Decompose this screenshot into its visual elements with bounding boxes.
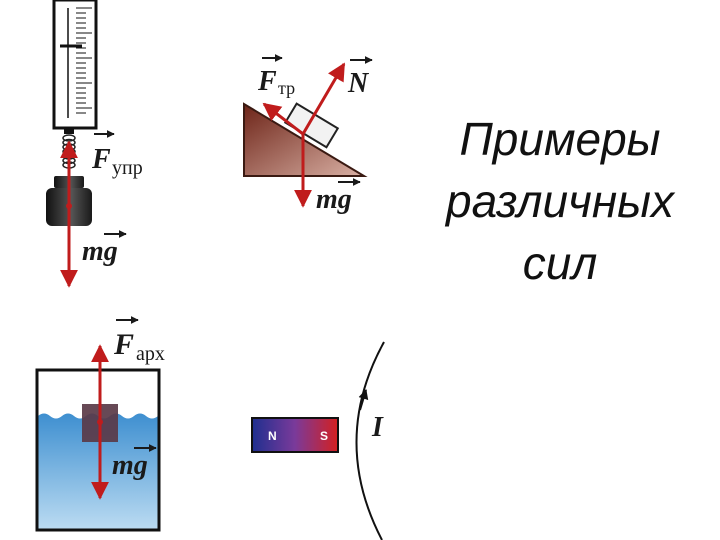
inclined-plane: F тр N mg	[243, 54, 373, 215]
gravity-label-tank: mg	[112, 444, 157, 481]
current-wire: I	[355, 341, 385, 540]
slide-title: Примеры различных сил	[440, 108, 680, 294]
friction-force-subscript: тр	[278, 78, 295, 98]
friction-force-label: F тр	[257, 54, 295, 98]
elastic-force-label: F упр	[91, 130, 143, 179]
scale-body	[52, 0, 98, 130]
weight-center	[66, 203, 72, 209]
gravity-label-scale: mg	[82, 230, 127, 267]
buoyant-force-label: F арх	[113, 316, 165, 365]
buoyant-force-subscript: арх	[136, 343, 165, 365]
gravity-label-text: mg	[82, 236, 118, 267]
gravity-label-text: mg	[316, 184, 352, 215]
buoyant-force-letter: F	[113, 328, 134, 361]
normal-force-label: N	[347, 56, 373, 99]
wire-curve	[355, 341, 385, 540]
bar-magnet: N S	[251, 417, 339, 453]
magnet-south-pole: S	[320, 429, 328, 443]
incline-block	[283, 102, 340, 149]
scale-hook-bar	[64, 128, 74, 134]
current-direction-arrow	[358, 389, 369, 411]
gravity-label-text: mg	[112, 450, 148, 481]
title-line-3: сил	[522, 237, 598, 289]
gravity-label-incline: mg	[316, 178, 361, 215]
water	[38, 413, 158, 530]
elastic-force-subscript: упр	[112, 157, 143, 179]
title-line-2: различных	[445, 175, 675, 227]
friction-force-arrow	[262, 102, 304, 136]
magnet-north-pole: N	[268, 429, 277, 443]
tank-walls	[35, 368, 161, 532]
normal-force-text: N	[347, 68, 370, 99]
archimedes-tank: F арх mg	[35, 316, 165, 532]
title-line-1: Примеры	[459, 113, 661, 165]
elastic-force-letter: F	[91, 144, 111, 175]
scale-ticks	[67, 7, 92, 118]
block-center	[97, 419, 103, 425]
magnet-body	[251, 417, 339, 453]
spring-scale: F упр mg	[46, 0, 143, 288]
current-label: I	[371, 412, 384, 443]
normal-force-arrow	[301, 62, 346, 135]
friction-force-letter: F	[257, 66, 277, 97]
